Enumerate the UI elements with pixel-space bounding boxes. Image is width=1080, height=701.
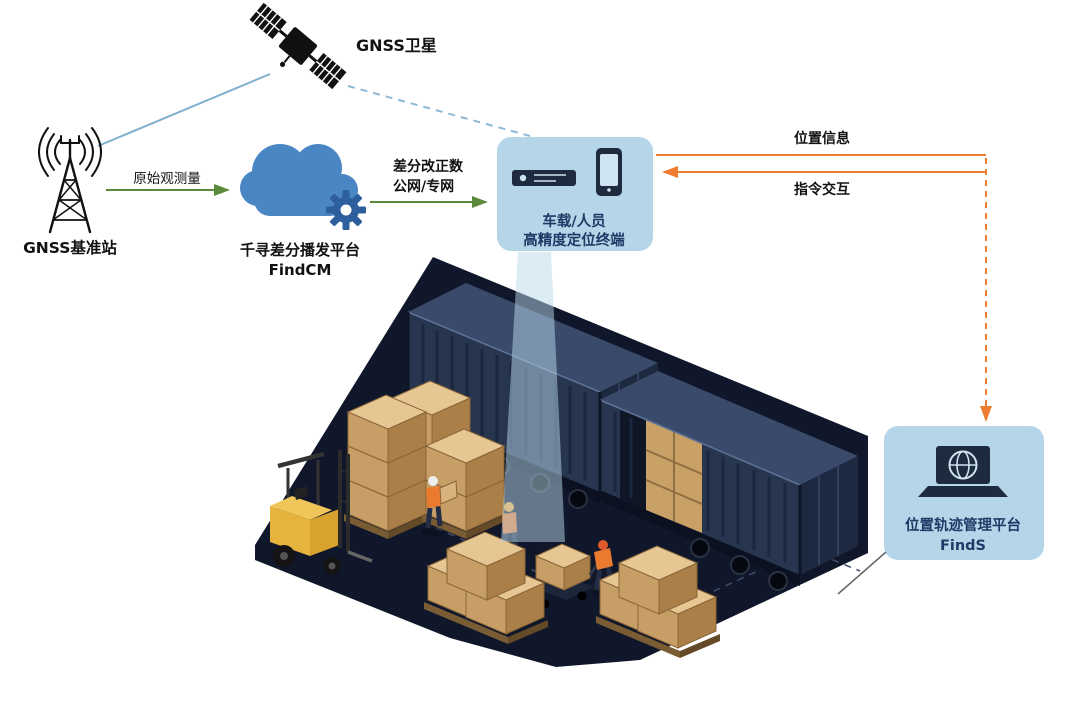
pallet-jack-group — [530, 540, 616, 609]
terminal-label-line1: 车载/人员 — [542, 212, 605, 230]
cloud-label-line2: FindCM — [269, 261, 332, 279]
laptop-globe-icon — [918, 446, 1008, 497]
terminal-label-line2: 高精度定位终端 — [523, 231, 625, 249]
platform-label-line1: 位置轨迹管理平台 — [905, 516, 1021, 534]
worker-figure-1 — [421, 476, 458, 536]
warehouse-illustration — [255, 252, 868, 667]
base-station-label: GNSS基准站 — [23, 238, 117, 257]
platform-label-line2: FindS — [940, 538, 986, 554]
raw-observation-label: 原始观测量 — [133, 171, 201, 187]
link-satellite-to-terminal — [347, 85, 531, 137]
base-station-icon — [38, 127, 102, 234]
shipping-container-2 — [598, 371, 858, 591]
command-interaction-label: 指令交互 — [794, 181, 850, 198]
terminal-panel: 车载/人员 高精度定位终端 — [497, 137, 653, 251]
cloud-label-line1: 千寻差分播发平台 — [240, 241, 360, 259]
pallet-stack-center — [424, 531, 548, 644]
pallet-stack-right — [596, 545, 720, 658]
open-door-panel — [620, 410, 646, 510]
satellite-icon — [249, 2, 347, 90]
satellite-label: GNSS卫星 — [356, 36, 437, 55]
correction-label-line2: 公网/专网 — [393, 178, 454, 195]
gear-icon — [326, 190, 366, 230]
management-platform-panel: 位置轨迹管理平台 FindS — [837, 426, 1044, 595]
smartphone-icon — [596, 148, 622, 196]
correction-label-line1: 差分改正数 — [393, 158, 464, 175]
link-satellite-to-base — [97, 73, 271, 147]
forklift-icon — [270, 450, 373, 575]
positioning-beam — [501, 252, 565, 542]
receiver-icon — [512, 170, 576, 186]
position-info-label: 位置信息 — [794, 130, 850, 147]
